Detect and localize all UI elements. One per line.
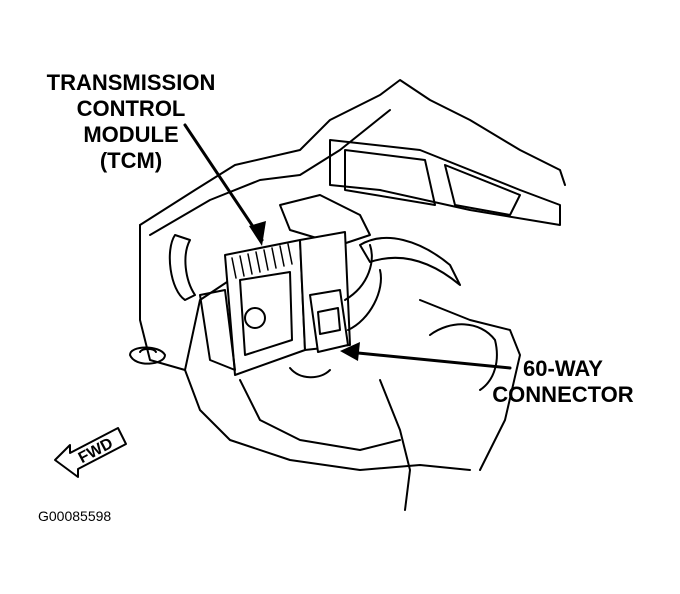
bracket-upper bbox=[279, 194, 371, 246]
connector-latch bbox=[317, 307, 341, 335]
figure-id: G00085598 bbox=[38, 508, 112, 524]
strut-mount-center bbox=[139, 348, 157, 353]
strut-mount bbox=[129, 346, 166, 365]
connector-callout-line-1: 60-WAY bbox=[523, 356, 603, 381]
tcm-callout-line-2: CONTROL bbox=[76, 96, 186, 121]
fwd-arrow: FWD bbox=[54, 427, 127, 478]
tcm-callout: TRANSMISSION CONTROL MODULE (TCM) bbox=[36, 70, 226, 174]
connector-callout-line-2: CONNECTOR bbox=[492, 382, 634, 407]
hose-left bbox=[168, 234, 196, 301]
tcm-leader-line bbox=[183, 123, 264, 242]
cowl-opening bbox=[344, 149, 436, 206]
fender-apron-left bbox=[139, 224, 231, 371]
wheelhouse-right bbox=[419, 299, 521, 471]
connector-arrowhead bbox=[340, 342, 360, 361]
connector-harness bbox=[344, 244, 382, 331]
hose-right bbox=[359, 237, 461, 286]
mounting-bracket bbox=[199, 289, 236, 371]
tcm-callout-line-3: MODULE bbox=[83, 122, 179, 147]
tcm-boss bbox=[244, 307, 266, 329]
tcm-base bbox=[289, 367, 331, 379]
connector-body bbox=[309, 289, 349, 353]
cowl-vent bbox=[444, 164, 521, 216]
apron-lower bbox=[184, 369, 471, 471]
fender-inner-line bbox=[149, 109, 391, 236]
strut-tower bbox=[429, 323, 498, 391]
tcm-heat-fins bbox=[231, 243, 293, 279]
fender-outline bbox=[139, 79, 566, 226]
tcm-callout-line-4: (TCM) bbox=[99, 148, 163, 173]
connector-leader-line bbox=[346, 350, 512, 370]
frame-rail bbox=[379, 379, 411, 511]
connector-callout: 60-WAY CONNECTOR bbox=[478, 356, 648, 408]
cowl-panel bbox=[329, 139, 561, 226]
tcm-arrowhead bbox=[249, 221, 266, 246]
tcm-housing bbox=[224, 239, 306, 376]
apron-lower-inner bbox=[239, 379, 401, 451]
tcm-cover bbox=[239, 271, 293, 356]
tcm-callout-line-1: TRANSMISSION bbox=[46, 70, 216, 95]
